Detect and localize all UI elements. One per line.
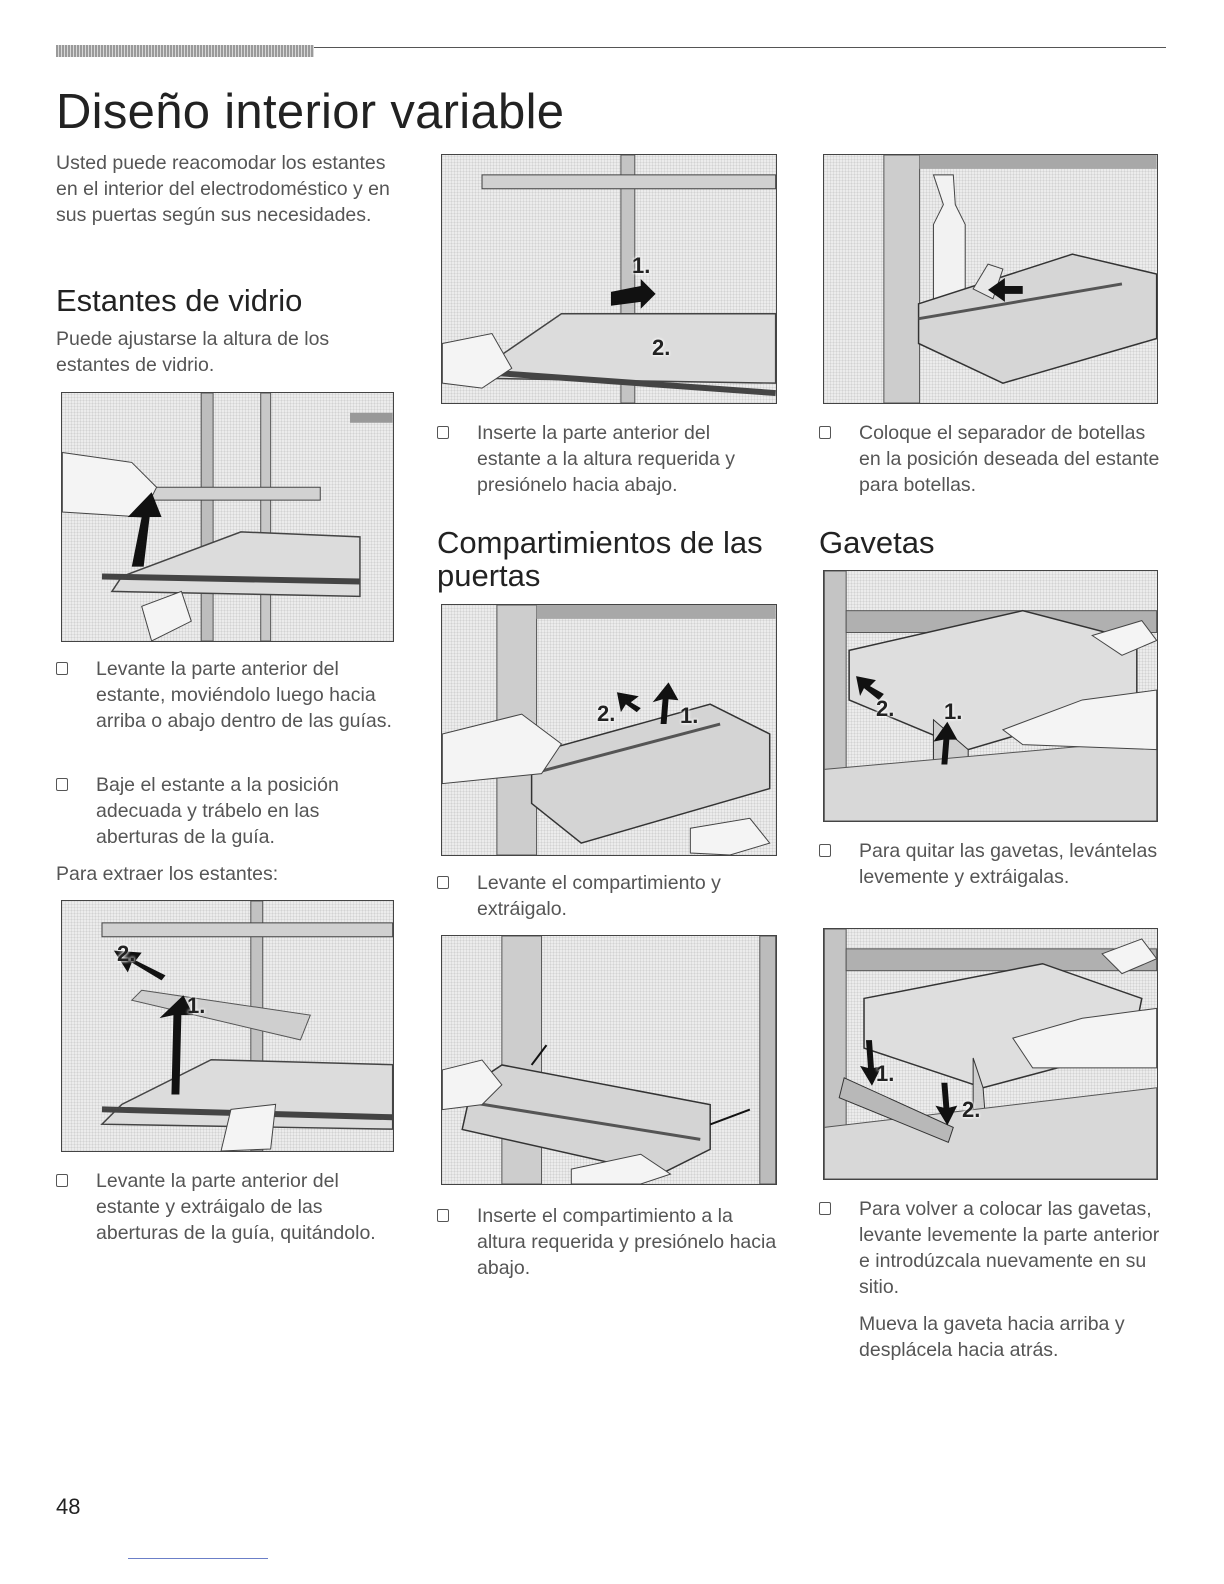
step-2-label: 2. xyxy=(876,696,895,721)
shelf-insert-step: Inserte la parte anterior del estante a … xyxy=(437,420,777,498)
glass-step-1-text: Levante la parte anterior del estante, m… xyxy=(96,658,392,732)
lift-door-bin-drawing xyxy=(442,605,776,855)
remove-shelf-drawing xyxy=(100,901,393,1151)
door-step-2-text: Inserte el compartimiento a la altura re… xyxy=(477,1205,777,1279)
drawer-step-1: Para quitar las gavetas, levántelas leve… xyxy=(819,838,1164,890)
glass-step-1: Levante la parte anterior del estante, m… xyxy=(56,656,404,734)
step-1-label: 1. xyxy=(187,993,206,1018)
insert-door-bin-illustration xyxy=(441,935,777,1185)
remove-drawer-illustration: 2. 1. xyxy=(823,570,1158,822)
remove-shelves-intro: Para extraer los estantes: xyxy=(56,863,279,885)
step-2-label: 2. xyxy=(652,335,671,360)
remove-shelf-illustration: 2. 1. xyxy=(61,900,394,1152)
drawer-step-2: Para volver a colocar las gavetas, levan… xyxy=(819,1196,1164,1300)
header-bar xyxy=(56,45,314,57)
checkbox-icon xyxy=(56,778,68,791)
step-1-label: 1. xyxy=(876,1061,895,1086)
step-1-label: 1. xyxy=(680,703,699,728)
bottle-divider-illustration xyxy=(823,154,1158,404)
drawer-note: Mueva la gaveta hacia arriba y desplácel… xyxy=(859,1313,1125,1361)
bottle-step: Coloque el separador de botellas en la p… xyxy=(819,420,1164,498)
drawer-step-2-text: Para volver a colocar las gavetas, levan… xyxy=(859,1198,1160,1298)
checkbox-icon xyxy=(437,1209,449,1222)
shelf-insert-text: Inserte la parte anterior del estante a … xyxy=(477,422,735,496)
checkbox-icon xyxy=(56,662,68,675)
footer-line xyxy=(128,1558,268,1559)
step-1-label: 1. xyxy=(632,253,651,278)
remove-drawer-drawing xyxy=(824,571,1157,821)
glass-shelves-text: Puede ajustarse la altura de los estante… xyxy=(56,328,330,376)
glass-step-3: Levante la parte anterior del estante y … xyxy=(56,1168,406,1246)
page-number: 48 xyxy=(56,1494,81,1519)
checkbox-icon xyxy=(819,1202,831,1215)
door-bins-heading: Compartimientos de las puertas xyxy=(437,525,763,593)
glass-shelves-heading: Estantes de vidrio xyxy=(56,283,303,318)
lift-shelf-illustration xyxy=(61,392,394,642)
checkbox-icon xyxy=(437,426,449,439)
step-2-label: 2. xyxy=(117,941,136,966)
drawer-step-1-text: Para quitar las gavetas, levántelas leve… xyxy=(859,840,1158,888)
checkbox-icon xyxy=(819,426,831,439)
door-step-1-text: Levante el compartimiento y extráigalo. xyxy=(477,872,721,920)
lift-door-bin-illustration: 2. 1. xyxy=(441,604,777,856)
door-step-2: Inserte el compartimiento a la altura re… xyxy=(437,1203,777,1281)
checkbox-icon xyxy=(437,876,449,889)
glass-step-3-text: Levante la parte anterior del estante y … xyxy=(96,1170,376,1244)
install-drawer-illustration: 1. 2. xyxy=(823,928,1158,1180)
insert-door-bin-drawing xyxy=(442,936,776,1184)
page-title: Diseño interior variable xyxy=(56,85,565,139)
lift-shelf-drawing xyxy=(62,393,393,641)
drawers-heading: Gavetas xyxy=(819,525,935,560)
insert-shelf-drawing xyxy=(442,155,776,403)
bottle-divider-drawing xyxy=(883,155,1157,403)
checkbox-icon xyxy=(819,844,831,857)
step-2-label: 2. xyxy=(597,701,616,726)
glass-step-2: Baje el estante a la posición adecuada y… xyxy=(56,772,404,850)
step-1-label: 1. xyxy=(944,699,963,724)
bottle-step-text: Coloque el separador de botellas en la p… xyxy=(859,422,1160,496)
insert-shelf-illustration: 1. 2. xyxy=(441,154,777,404)
install-drawer-drawing xyxy=(824,929,1157,1179)
glass-step-2-text: Baje el estante a la posición adecuada y… xyxy=(96,774,339,848)
intro-text: Usted puede reacomodar los estantes en e… xyxy=(56,152,390,226)
header-rule xyxy=(56,47,1166,48)
step-2-label: 2. xyxy=(962,1097,981,1122)
checkbox-icon xyxy=(56,1174,68,1187)
door-step-1: Levante el compartimiento y extráigalo. xyxy=(437,870,777,922)
